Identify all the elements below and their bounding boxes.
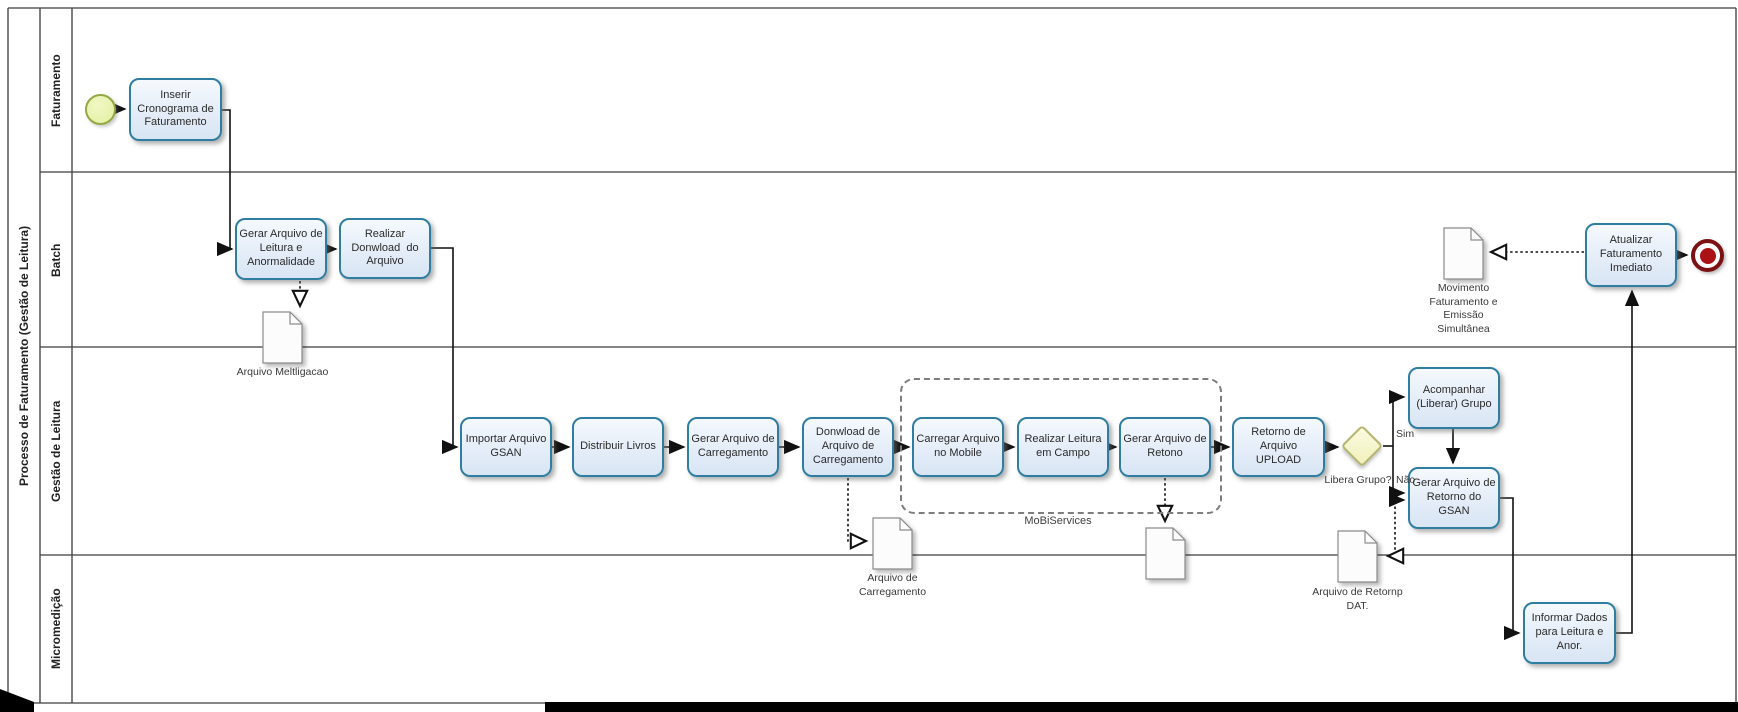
task-informar-dados-leitura-anor[interactable]: Informar Dados para Leitura e Anor. bbox=[1523, 602, 1616, 664]
task-gerar-arquivo-carregamento[interactable]: Gerar Arquivo de Carregamento bbox=[687, 417, 779, 477]
lane-label-micromedicao: Micromedição bbox=[49, 588, 63, 670]
document-movimento-faturamento-icon[interactable] bbox=[1443, 227, 1484, 285]
task-gerar-arquivo-retorno-gsan[interactable]: Gerar Arquivo de Retorno do GSAN bbox=[1408, 467, 1500, 529]
data-associations bbox=[300, 252, 1584, 556]
bottom-bar bbox=[0, 689, 1738, 712]
task-realizar-donwload-arquivo[interactable]: Realizar Donwload do Arquivo bbox=[339, 218, 431, 279]
lane-label-gestao-de-leitura: Gestão de Leitura bbox=[49, 400, 63, 502]
task-importar-arquivo-gsan[interactable]: Importar Arquivo GSAN bbox=[460, 417, 552, 477]
gateway-question-label: Libera Grupo? bbox=[1324, 474, 1392, 486]
task-atualizar-faturamento-imediato[interactable]: Atualizar Faturamento Imediato bbox=[1585, 223, 1677, 287]
task-distribuir-livros[interactable]: Distribuir Livros bbox=[572, 417, 664, 477]
lane-label-batch: Batch bbox=[49, 243, 63, 277]
task-gerar-arquivo-leitura-anormalidade[interactable]: Gerar Arquivo de Leitura e Anormalidade bbox=[235, 218, 327, 280]
start-event-icon[interactable] bbox=[85, 94, 116, 125]
lane-label-faturamento: Faturamento bbox=[49, 54, 63, 128]
task-gerar-arquivo-retono[interactable]: Gerar Arquivo de Retono bbox=[1119, 417, 1211, 477]
end-event-core bbox=[1699, 247, 1716, 264]
document-arquivo-meltligacao-label: Arquivo Meltligacao bbox=[236, 366, 329, 378]
mobiservices-group bbox=[900, 378, 1222, 514]
mobiservices-group-label: MoBiServices bbox=[1024, 515, 1092, 527]
sequence-flows bbox=[109, 101, 1689, 641]
document-arquivo-meltligacao-icon[interactable] bbox=[262, 311, 303, 369]
document-arquivo-retornp-dat-icon[interactable] bbox=[1337, 530, 1378, 588]
end-event-icon[interactable] bbox=[1691, 239, 1724, 272]
gateway-no-label: Não bbox=[1396, 474, 1416, 486]
task-retorno-arquivo-upload[interactable]: Retorno de Arquivo UPLOAD bbox=[1232, 417, 1325, 477]
document-arquivo-carregamento-label: Arquivo de Carregamento bbox=[858, 572, 927, 598]
document-movimento-faturamento-label: Movimento Faturamento e Emissão Simultân… bbox=[1429, 282, 1498, 335]
task-donwload-arquivo-carregamento[interactable]: Donwload de Arquivo de Carregamento bbox=[802, 417, 894, 477]
task-realizar-leitura-campo[interactable]: Realizar Leitura em Campo bbox=[1017, 417, 1109, 477]
task-inserir-cronograma[interactable]: Inserir Cronograma de Faturamento bbox=[129, 78, 222, 141]
document-arquivo-retornp-dat-label: Arquivo de Retornp DAT. bbox=[1312, 586, 1403, 612]
task-acompanhar-liberar-grupo[interactable]: Acompanhar (Liberar) Grupo bbox=[1408, 367, 1500, 429]
document-unlabeled-icon[interactable] bbox=[1145, 527, 1186, 585]
document-arquivo-carregamento-icon[interactable] bbox=[872, 517, 913, 575]
task-carregar-arquivo-mobile[interactable]: Carregar Arquivo no Mobile bbox=[912, 417, 1004, 477]
pool-label: Processo de Faturamento (Gestão de Leitu… bbox=[17, 225, 31, 487]
gateway-yes-label: Sim bbox=[1396, 428, 1415, 440]
